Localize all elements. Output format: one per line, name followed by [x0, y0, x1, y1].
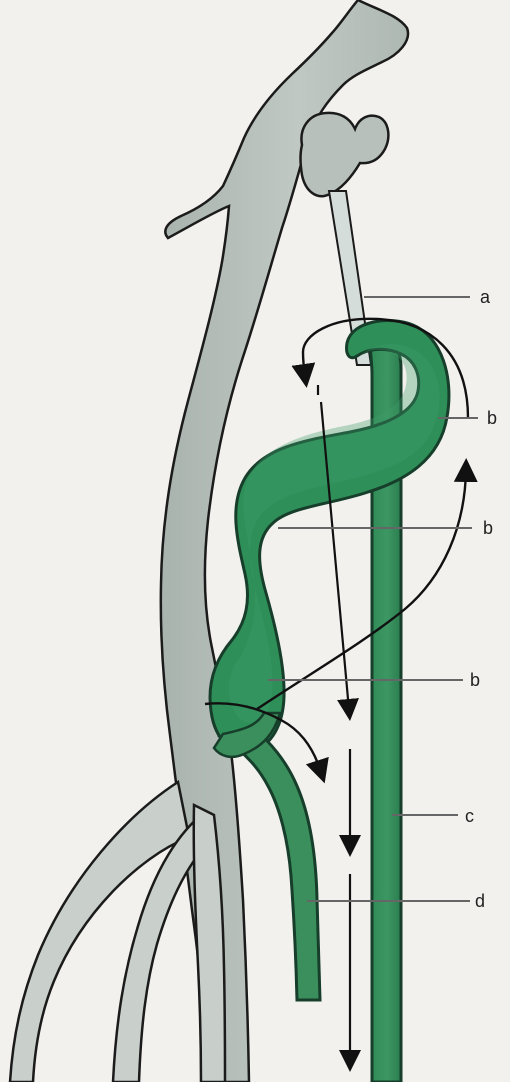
label-a: a [480, 287, 491, 307]
label-b-1: b [487, 408, 497, 428]
label-d: d [475, 891, 485, 911]
label-b-2: b [483, 518, 493, 538]
label-b-3: b [470, 670, 480, 690]
label-c: c [465, 806, 474, 826]
